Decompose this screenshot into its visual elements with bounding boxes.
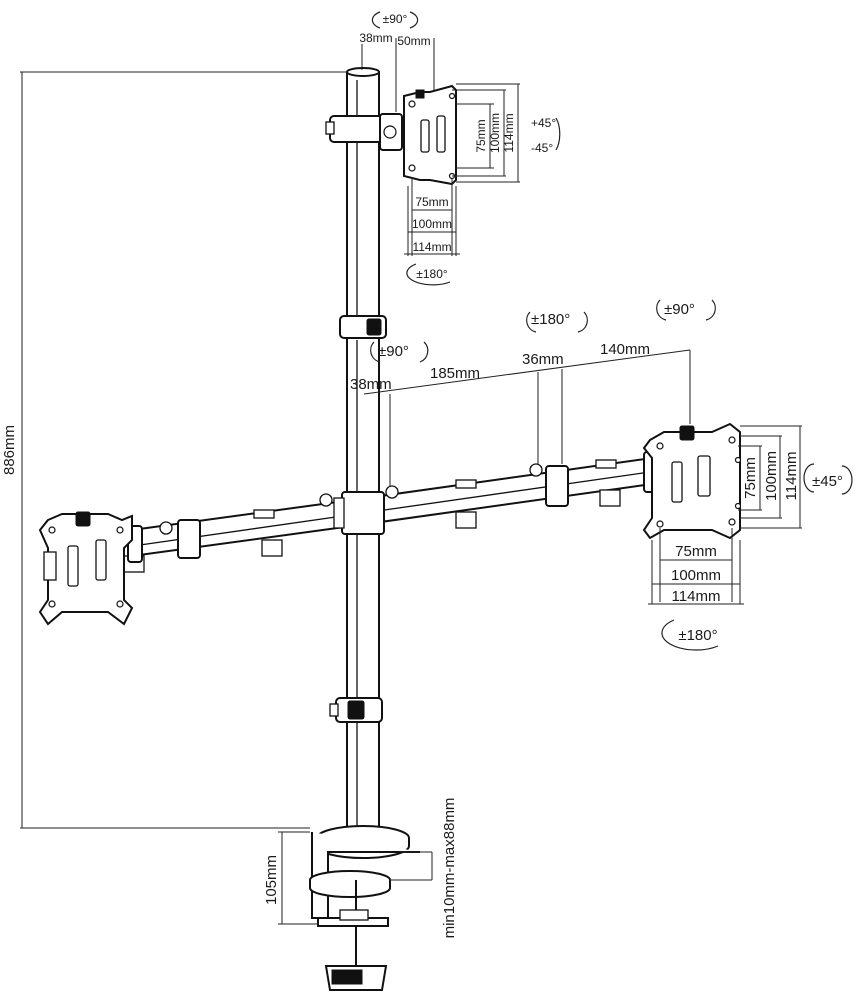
top-100mm-width-label: 100mm xyxy=(412,217,452,231)
dual-arm xyxy=(123,451,661,573)
clamp-range-label: min10mm-max88mm xyxy=(441,798,458,939)
right-100mm-height-label: 100mm xyxy=(763,451,780,501)
top-100mm-height-label: 100mm xyxy=(488,113,502,153)
pole xyxy=(346,67,380,841)
right-tilt-label: ±45° xyxy=(812,473,843,490)
arm-dimensions: ±90° ±180° ±90° 38mm 185mm 36mm 140mm xyxy=(350,299,716,490)
total-height-label: 886mm xyxy=(1,425,18,475)
total-height-dimension: 886mm xyxy=(1,71,350,829)
top-114mm-width-label: 114mm xyxy=(412,240,451,254)
clamp-105mm-label: 105mm xyxy=(263,855,280,905)
top-tilt-down-label: -45° xyxy=(531,141,553,155)
top-rot90-label: ±90° xyxy=(383,12,408,26)
top-dimensions: 38mm 50mm ±90° 75mm 100mm 114mm +45° -45… xyxy=(359,11,561,286)
arm-36mm-label: 36mm xyxy=(522,351,564,368)
arm-185mm-label: 185mm xyxy=(430,365,480,382)
arm-rot90-right-label: ±90° xyxy=(664,301,695,318)
top-head-assembly xyxy=(325,113,407,151)
arm-38mm-label: 38mm xyxy=(350,376,392,393)
right-vesa-plate xyxy=(642,422,742,540)
top-tilt-up-label: +45° xyxy=(531,116,556,130)
right-100mm-width-label: 100mm xyxy=(671,567,721,584)
upper-collar xyxy=(339,315,387,339)
arm-rot180-label: ±180° xyxy=(531,311,570,328)
right-75mm-height-label: 75mm xyxy=(742,457,759,499)
right-75mm-width-label: 75mm xyxy=(675,543,717,560)
top-75mm-width-label: 75mm xyxy=(415,195,448,209)
desk-clamp xyxy=(309,825,420,991)
arm-rot90-left-label: ±90° xyxy=(378,343,409,360)
arm-140mm-label: 140mm xyxy=(600,341,650,358)
right-114mm-width-label: 114mm xyxy=(672,588,721,605)
right-rot180-label: ±180° xyxy=(678,627,717,644)
right-114mm-height-label: 114mm xyxy=(783,452,800,501)
top-rot180-label: ±180° xyxy=(416,267,448,281)
top-vesa-plate xyxy=(403,84,457,186)
top-75mm-height-label: 75mm xyxy=(474,119,488,152)
right-dimensions: 75mm 100mm 114mm ±45° 75mm 100mm 114mm ±… xyxy=(648,425,853,651)
top-38mm-label: 38mm xyxy=(359,31,392,45)
left-vesa-plate xyxy=(38,511,134,626)
lower-collar xyxy=(329,697,383,723)
top-114mm-height-label: 114mm xyxy=(502,113,516,152)
clamp-dimensions: 105mm min10mm-max88mm xyxy=(263,798,458,939)
top-50mm-label: 50mm xyxy=(397,34,430,48)
